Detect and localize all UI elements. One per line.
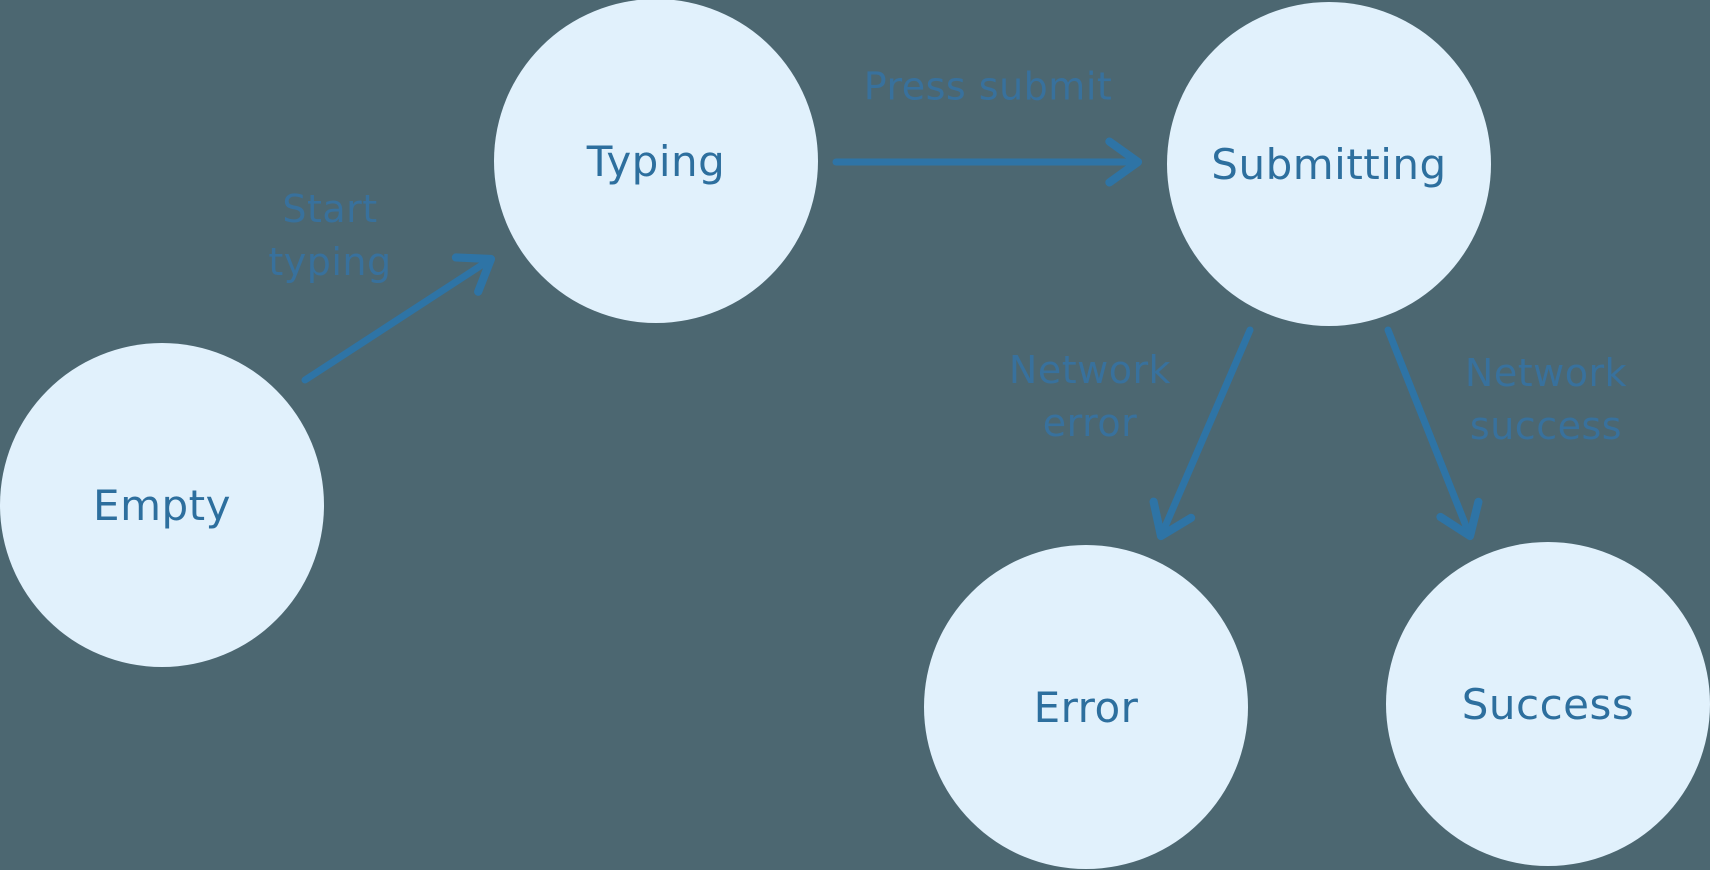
state-node-empty[interactable]: Empty (0, 343, 324, 667)
state-node-error[interactable]: Error (924, 545, 1248, 869)
edge-label-press-submit: Press submit (863, 64, 1113, 109)
state-node-submitting[interactable]: Submitting (1167, 2, 1491, 326)
state-node-success[interactable]: Success (1386, 542, 1710, 866)
edge-label-network-success: Network success (1464, 350, 1628, 448)
state-label-empty: Empty (93, 480, 231, 530)
state-node-typing[interactable]: Typing (494, 0, 818, 323)
state-label-error: Error (1033, 682, 1139, 732)
edge-submitting-to-success-arrow[interactable] (1384, 326, 1483, 541)
state-label-typing: Typing (586, 136, 726, 186)
edge-label-network-error: Network error (1008, 347, 1172, 445)
edge-label-start-typing: Start typing (268, 186, 392, 284)
state-label-submitting: Submitting (1211, 139, 1447, 189)
edge-submitting-to-error-arrow[interactable] (1149, 326, 1254, 541)
edge-empty-to-typing-arrow[interactable] (301, 253, 496, 384)
state-label-success: Success (1461, 679, 1635, 729)
